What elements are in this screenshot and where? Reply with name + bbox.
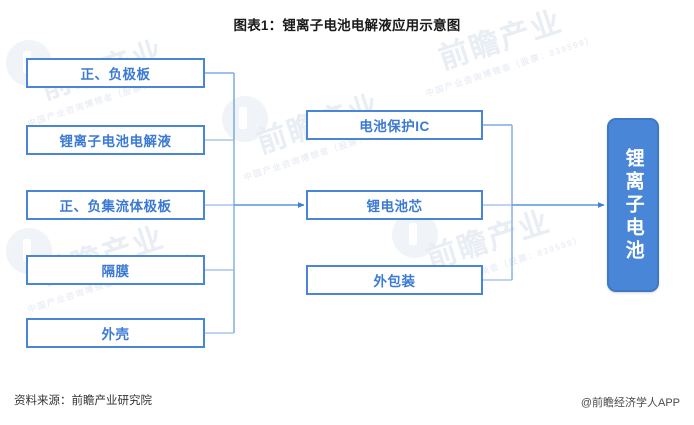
- node-materials-1[interactable]: 锂离子电池电解液: [26, 125, 205, 155]
- node-materials-2[interactable]: 正、负集流体极板: [26, 190, 205, 220]
- node-label: 锂电池芯: [366, 199, 423, 214]
- node-label: 电池保护IC: [359, 119, 430, 134]
- node-label: 正、负极板: [80, 67, 151, 82]
- node-components-1[interactable]: 锂电池芯: [306, 190, 483, 220]
- attribution-note: @前瞻经济学人APP: [580, 397, 680, 409]
- source-note: 资料来源：前瞻产业研究院: [14, 395, 152, 407]
- node-label: 正、负集流体极板: [59, 199, 172, 214]
- node-materials-4[interactable]: 外壳: [26, 318, 205, 348]
- node-product-lithium-battery[interactable]: 锂离子电池: [607, 118, 659, 292]
- node-components-2[interactable]: 外包装: [306, 265, 483, 295]
- watermark-subtext: 中国产业咨询博领者（股票：839599）: [424, 34, 597, 99]
- node-materials-3[interactable]: 隔膜: [26, 255, 205, 285]
- node-label: 隔膜: [101, 264, 130, 279]
- node-label: 外壳: [101, 327, 130, 342]
- node-label: 外包装: [373, 274, 416, 289]
- node-components-0[interactable]: 电池保护IC: [306, 110, 483, 140]
- page-title: 图表1：锂离子电池电解液应用示意图: [233, 18, 461, 33]
- watermark-brand: 前瞻产业: [434, 5, 567, 76]
- node-materials-0[interactable]: 正、负极板: [26, 58, 205, 88]
- node-label: 锂离子电池电解液: [59, 134, 172, 149]
- node-label: 锂离子电池: [622, 147, 644, 263]
- watermark-logo: [222, 96, 268, 142]
